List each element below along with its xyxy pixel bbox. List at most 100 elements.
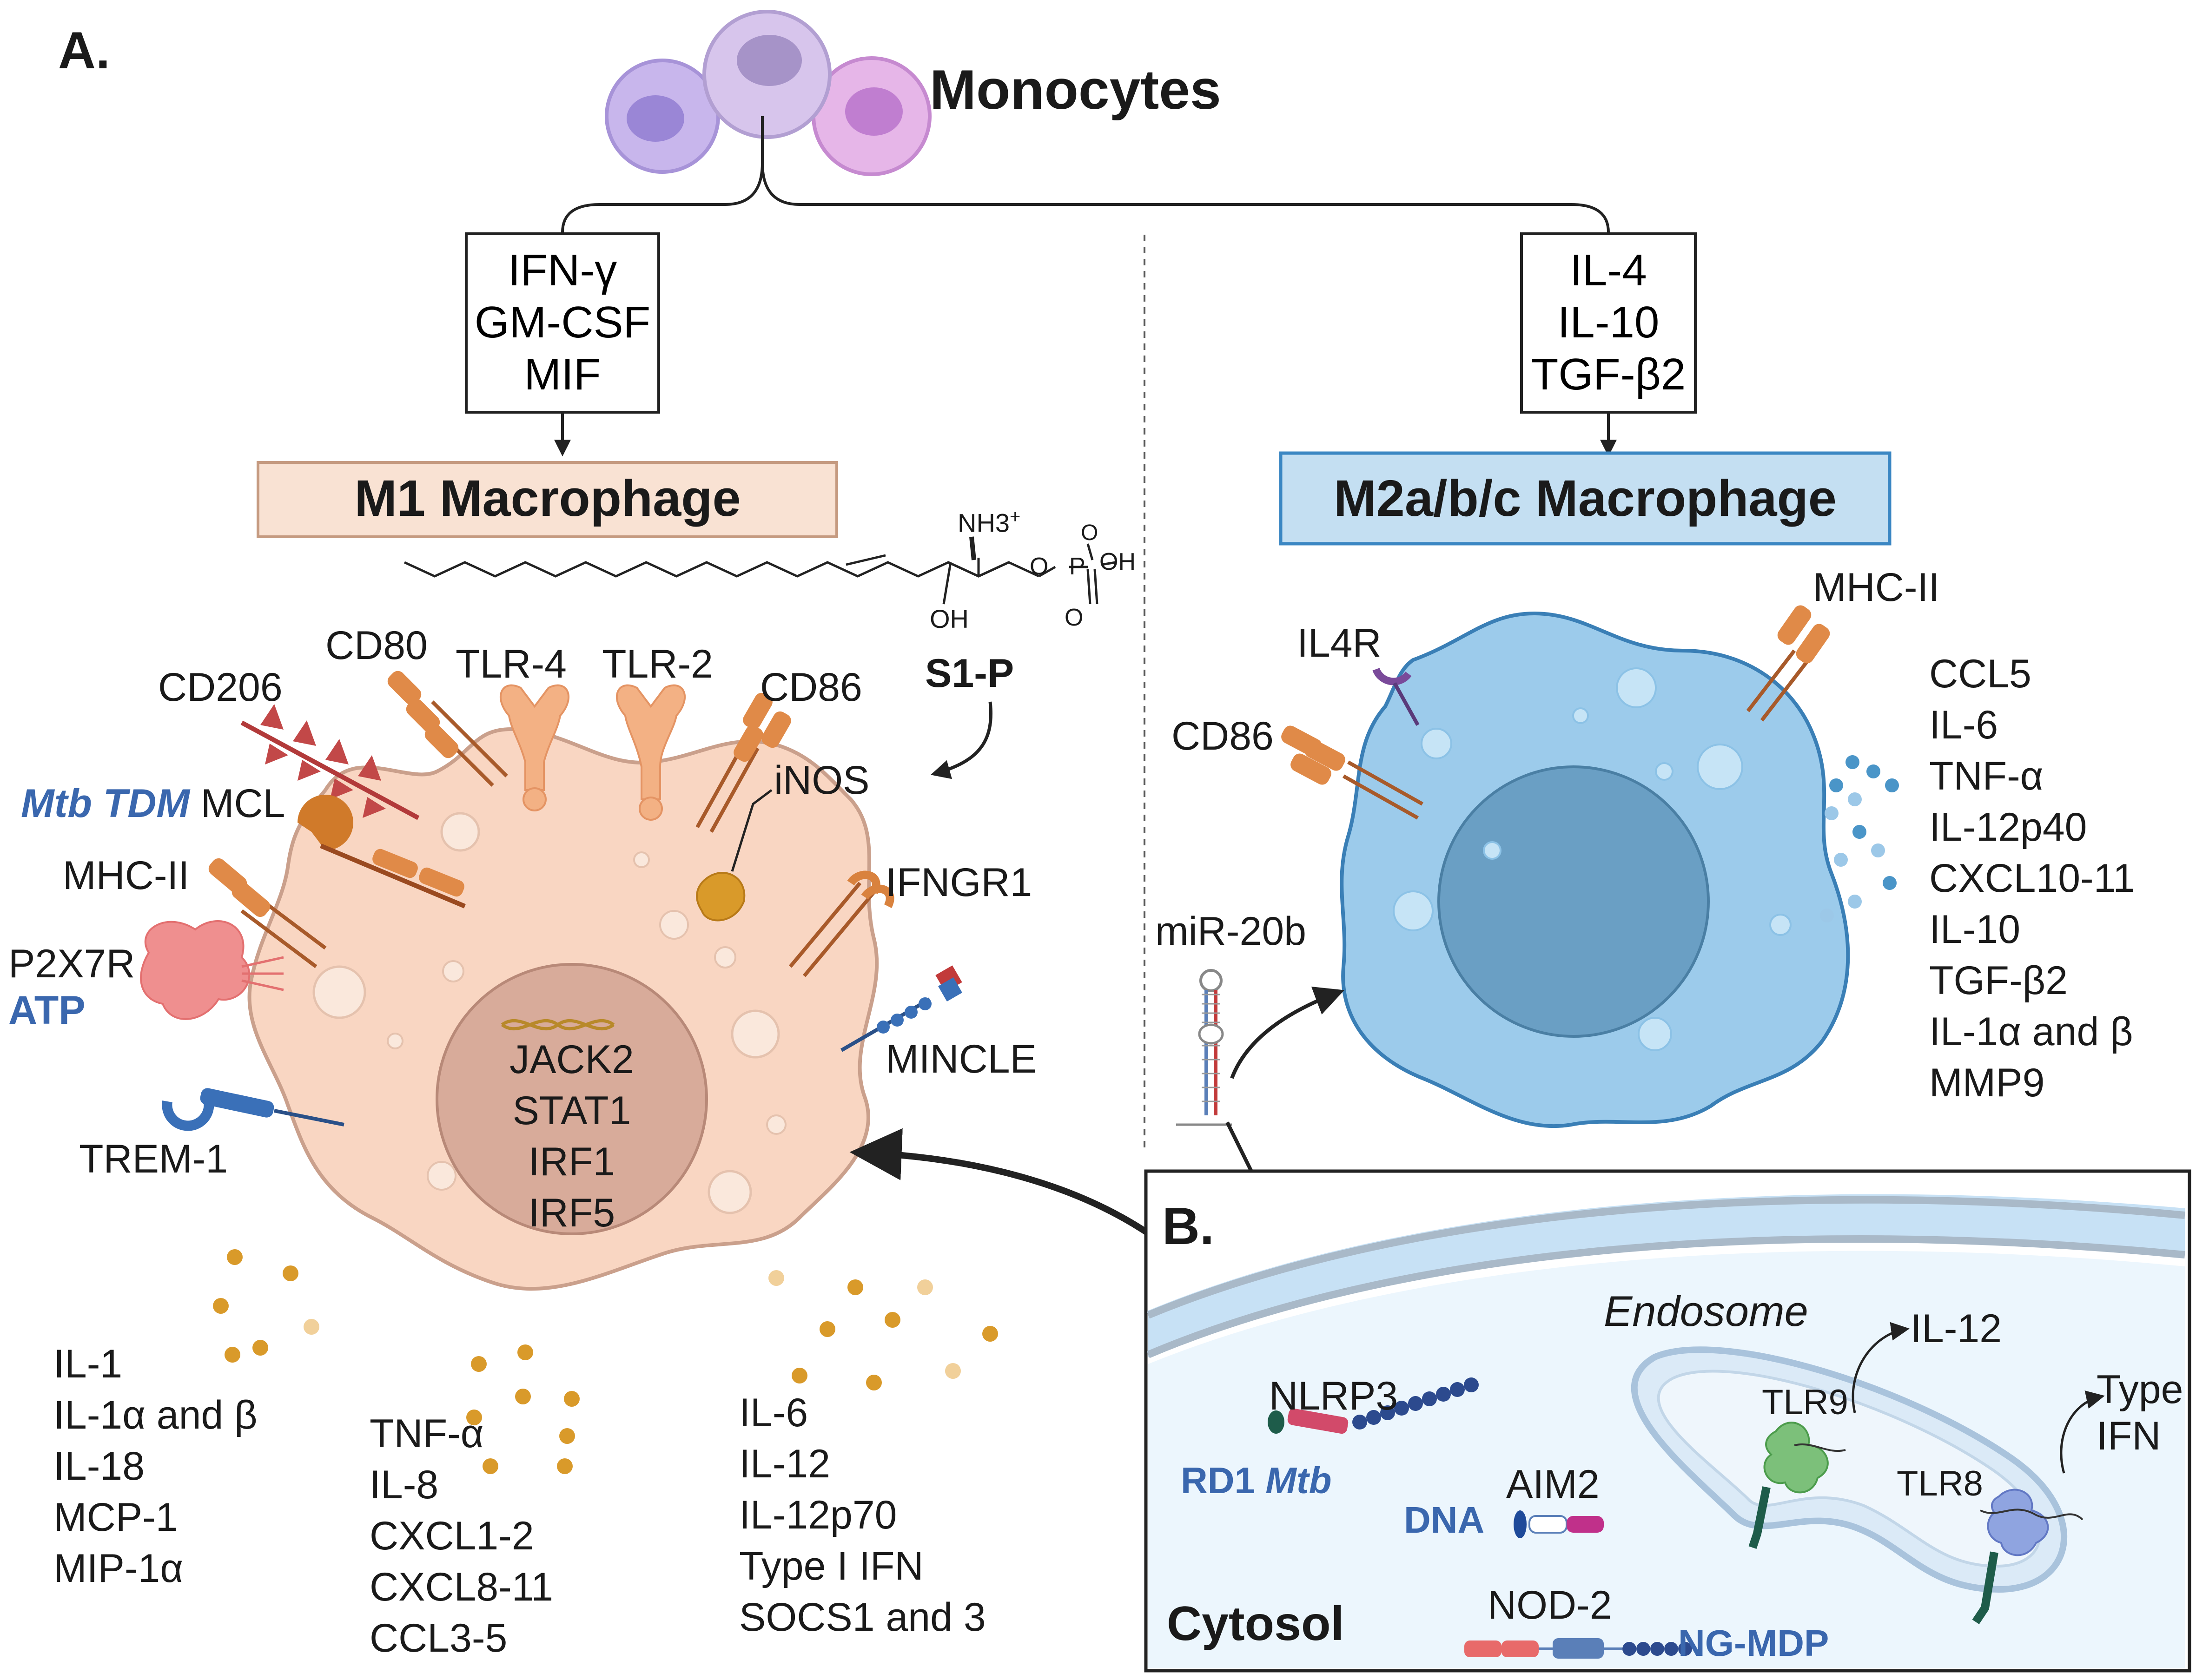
mincle-receptor-icon: [840, 965, 962, 1052]
cytokine-item: IL-1α and β: [1929, 1009, 2133, 1054]
rd1-label: RD1: [1181, 1460, 1256, 1501]
nlrp3-protein-icon: [1268, 1377, 1479, 1434]
trem1-label: TREM-1: [79, 1137, 228, 1181]
p2x7r-receptor-icon: [140, 920, 284, 1020]
atp-label: ATP: [8, 988, 86, 1033]
m2-stimuli-box: IL-4 IL-10 TGF-β2: [1520, 232, 1697, 414]
cytokine-item: IL-8: [370, 1463, 439, 1507]
cytokine-item: MMP9: [1929, 1061, 2045, 1105]
cytokine-item: MCP-1: [53, 1495, 178, 1540]
mtb-tdm-ligand: Mtb TDM: [21, 781, 190, 826]
tlr2-label: TLR-2: [602, 642, 713, 686]
cytokine-item: IL-18: [53, 1444, 145, 1489]
endosome-label: Endosome: [1604, 1288, 1808, 1335]
m2-il4r-label: IL4R: [1297, 621, 1382, 665]
tlr9-label: TLR9: [1762, 1383, 1848, 1422]
m2-title-bar: [1279, 451, 1892, 546]
tlr4-receptor-icon: [500, 684, 569, 811]
mcl-receptor-icon: [298, 795, 466, 909]
cd86-receptor-icon: [695, 692, 791, 833]
cytokine-item: IL-1: [53, 1342, 123, 1386]
tlr8-to-ifn-arrow: [2060, 1390, 2105, 1474]
m2-cd86-label: CD86: [1171, 714, 1274, 758]
m2-stimulus: IL-4: [1570, 245, 1647, 295]
aim2-label: AIM2: [1506, 1462, 1600, 1507]
m2-mhc2-label: MHC-II: [1813, 565, 1940, 610]
inos-label: iNOS: [774, 758, 870, 803]
tlr4-label: TLR-4: [456, 642, 567, 686]
type1-ifn-line: IFN: [2097, 1414, 2161, 1458]
m1-title: M1 Macrophage: [354, 470, 741, 527]
m1-stimulus: GM-CSF: [474, 297, 651, 347]
s1p-nh3: NH3+: [958, 507, 1021, 538]
s1p-p: P: [1069, 553, 1085, 580]
cytokine-item: IL-12: [739, 1442, 831, 1486]
m2-mhc2-receptor-icon: [1746, 605, 1830, 722]
cd80-receptor-icon: [387, 671, 508, 787]
ifngr1-receptor-icon: [788, 870, 894, 977]
m1-cytokines-right: IL-6 IL-12 IL-12p70 Type I IFN SOCS1 and…: [739, 1387, 986, 1643]
m2-cytokine-dots: [1820, 755, 1899, 922]
cytokine-item: IL-12p40: [1929, 805, 2087, 850]
m2-stimulus: TGF-β2: [1531, 349, 1686, 399]
s1p-label: S1-P: [925, 651, 1014, 696]
m1-cytokines-left: IL-1 IL-1α and β IL-18 MCP-1 MIP-1α: [53, 1338, 258, 1594]
s1p-oh-bottom: OH: [930, 604, 969, 633]
cytokine-item: CXCL1-2: [370, 1514, 534, 1558]
nlrp3-label: NLRP3: [1269, 1374, 1398, 1418]
cytokine-item: MIP-1α: [53, 1546, 184, 1591]
cytokine-item: IL-10: [1929, 907, 2021, 952]
tlr9-to-il12-arrow: [1852, 1322, 1910, 1413]
s1p-o-link: O: [1030, 553, 1049, 580]
monocytes-illustration: [605, 10, 932, 176]
cytokine-item: SOCS1 and 3: [739, 1595, 986, 1640]
ng-mdp-label: NG-MDP: [1678, 1622, 1829, 1664]
trem1-receptor-icon: [162, 1088, 344, 1131]
panel-b-label: B.: [1162, 1197, 1214, 1255]
p2x7r-label: P2X7R: [8, 942, 135, 986]
m1-cytokines-middle: TNF-α IL-8 CXCL1-2 CXCL8-11 CCL3-5: [370, 1408, 553, 1664]
cytokine-item: CXCL10-11: [1929, 856, 2135, 901]
mirna-hairpin-icon: [1176, 969, 1232, 1126]
cytokine-item: TGF-β2: [1929, 958, 2068, 1003]
mhc2-receptor-icon: [208, 858, 327, 968]
m1-stimulus: MIF: [524, 349, 601, 399]
nod2-label: NOD-2: [1488, 1583, 1612, 1627]
cytokine-item: TNF-α: [370, 1411, 484, 1456]
mirna-to-m2-arrow: [1230, 987, 1344, 1079]
inos-enzyme-icon: [696, 789, 773, 922]
type1-ifn-line: Type I: [2097, 1367, 2196, 1412]
rd1-mtb-label: RD1 Mtb: [1181, 1459, 1331, 1502]
endosome-compartment: [1631, 1346, 2068, 1593]
dna-label: DNA: [1404, 1499, 1485, 1541]
cytokine-item: CCL5: [1929, 652, 2031, 696]
branch-lines: [554, 116, 1617, 457]
m1-stimulus: IFN-γ: [508, 245, 617, 295]
cytokine-item: IL-6: [1929, 703, 1998, 747]
monocytes-label: Monocytes: [930, 59, 1221, 121]
mtb-tdm-mcl-label: Mtb TDM MCL: [21, 781, 285, 826]
cytokine-item: CCL3-5: [370, 1616, 508, 1660]
mcl-label: MCL: [200, 781, 285, 826]
mtb-label: Mtb: [1265, 1460, 1332, 1501]
tlr2-receptor-icon: [616, 684, 686, 821]
s1p-o-bottom: O: [1065, 604, 1084, 631]
s1p-oh-right: OH: [1099, 548, 1136, 575]
s1p-to-inos-arrow: [930, 701, 992, 779]
tlr8-label: TLR8: [1897, 1464, 1983, 1503]
m1-stimuli-box: IFN-γ GM-CSF MIF: [465, 232, 660, 414]
cd206-label: CD206: [158, 665, 283, 710]
mhc2-label: MHC-II: [63, 853, 190, 898]
m2-macrophage-cell: [1340, 611, 1850, 1128]
cytokine-item: CXCL8-11: [370, 1565, 554, 1609]
panel-a-label: A.: [58, 21, 110, 79]
tlr8-receptor-icon: [1972, 1489, 2084, 1624]
nucleus-gene: STAT1: [512, 1088, 631, 1133]
m2-il4r-receptor-icon: [1372, 667, 1420, 726]
nucleus-gene: IRF1: [528, 1140, 615, 1184]
s1p-molecule: [403, 536, 1116, 605]
nucleus-gene: IRF5: [528, 1191, 615, 1235]
cytosol-label: Cytosol: [1167, 1597, 1344, 1651]
nucleus-gene: JACK2: [509, 1037, 634, 1082]
